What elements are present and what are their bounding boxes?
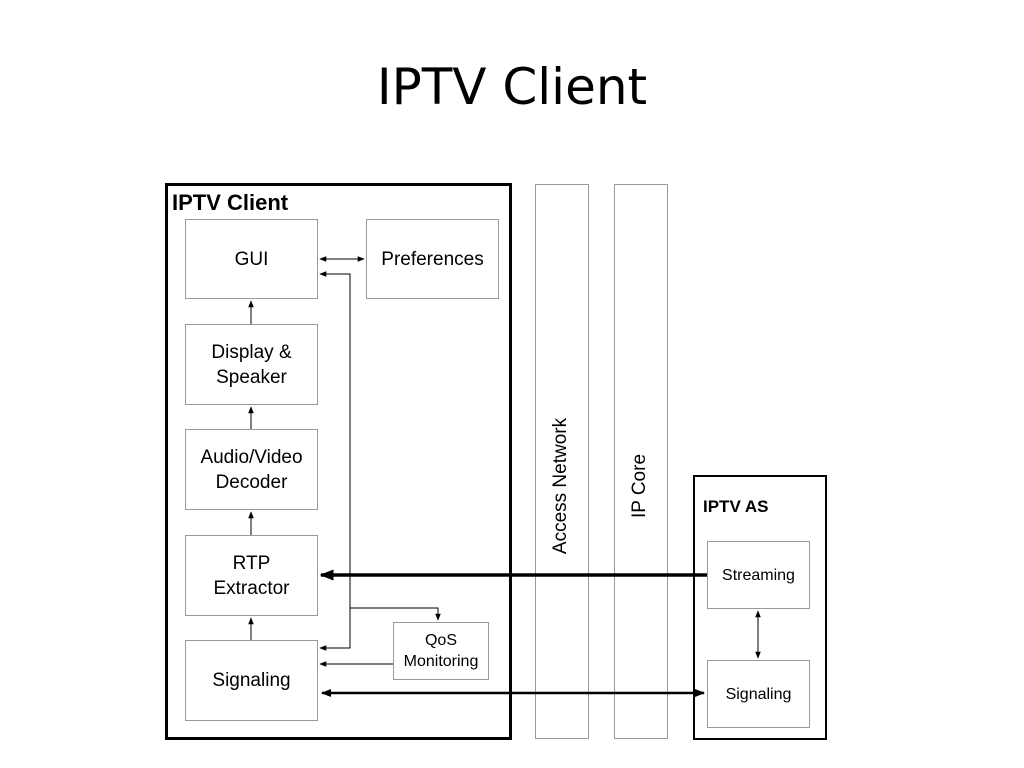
server-signaling-label: Signaling: [725, 685, 792, 703]
access-network-band: [535, 184, 589, 739]
streaming-box: Streaming: [707, 541, 810, 609]
loop-to-qos-arrow: [350, 607, 441, 621]
iptv-as-label: IPTV AS: [703, 497, 769, 516]
av-decoder-box: Audio/Video Decoder: [185, 429, 318, 510]
qos-monitoring-label: QoS Monitoring: [403, 632, 479, 670]
preferences-label: Preferences: [381, 248, 484, 270]
server-signaling-box: Signaling: [707, 660, 810, 728]
gui-box: GUI: [185, 219, 318, 299]
streaming-label: Streaming: [722, 566, 795, 584]
rtp-extractor-box: RTP Extractor: [185, 535, 318, 616]
client-signaling-box: Signaling: [185, 640, 318, 721]
gui-signaling-loop-arrow: [319, 271, 351, 651]
preferences-box: Preferences: [366, 219, 499, 299]
gui-label: GUI: [234, 248, 269, 270]
av-decoder-label: Audio/Video Decoder: [200, 446, 303, 493]
rtp-extractor-label: RTP Extractor: [213, 552, 290, 599]
qos-monitoring-box: QoS Monitoring: [393, 622, 489, 680]
client-signaling-label: Signaling: [212, 670, 291, 691]
display-speaker-box: Display & Speaker: [185, 324, 318, 405]
slide-title: IPTV Client: [376, 58, 648, 116]
iptv-as-frame: [693, 475, 827, 740]
iptv-client-frame: [165, 183, 512, 740]
ip-core-band: [614, 184, 668, 739]
iptv-client-label: IPTV Client: [172, 190, 289, 215]
display-speaker-label: Display & Speaker: [211, 341, 292, 388]
